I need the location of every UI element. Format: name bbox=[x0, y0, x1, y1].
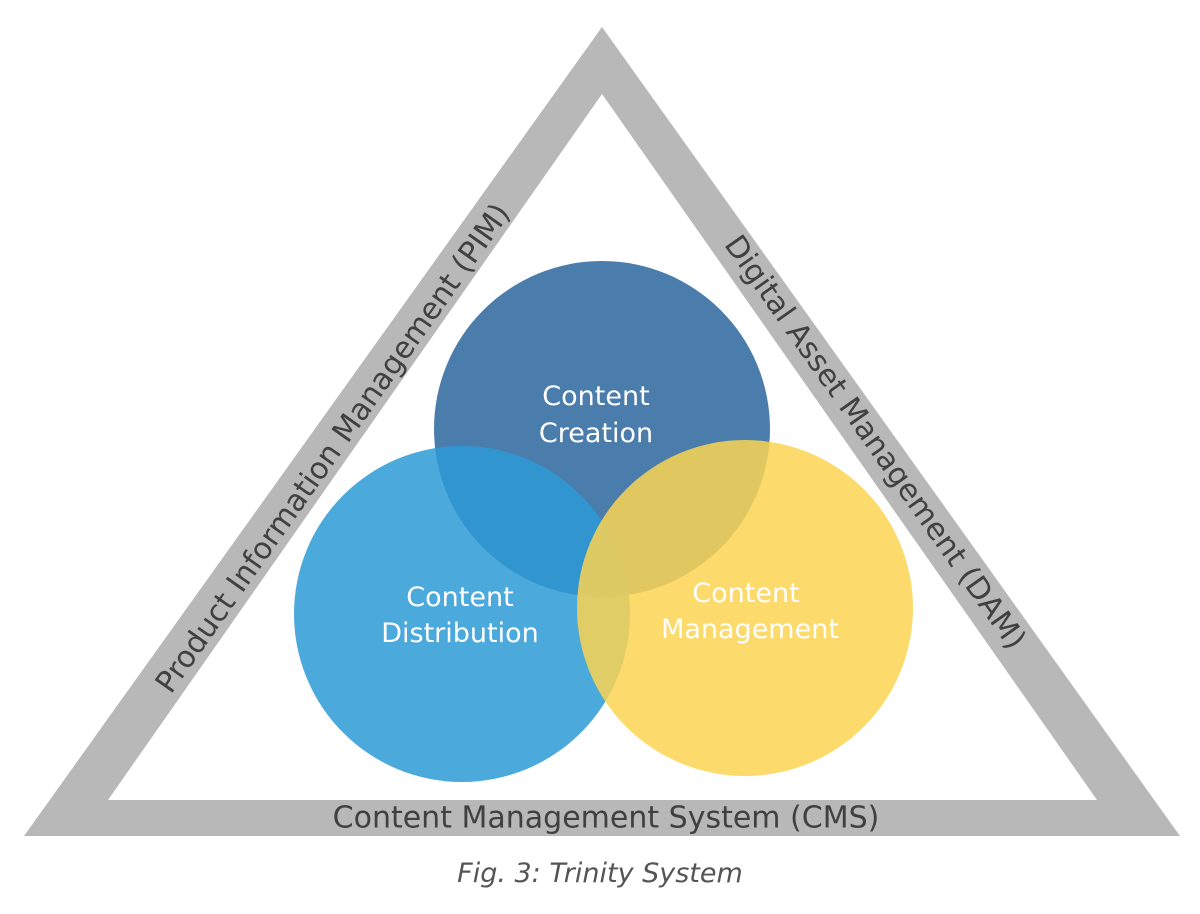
label-management-line1: Content bbox=[692, 578, 799, 609]
label-creation-line1: Content bbox=[542, 381, 649, 412]
label-management-line2: Management bbox=[661, 614, 839, 645]
label-cms: Content Management System (CMS) bbox=[333, 801, 880, 836]
figure-caption: Fig. 3: Trinity System bbox=[457, 858, 743, 889]
circle-content-distribution bbox=[294, 446, 630, 782]
label-distribution-line2: Distribution bbox=[381, 618, 539, 649]
circle-content-management bbox=[577, 440, 913, 776]
label-creation-line2: Creation bbox=[539, 418, 653, 449]
label-distribution-line1: Content bbox=[406, 582, 513, 613]
